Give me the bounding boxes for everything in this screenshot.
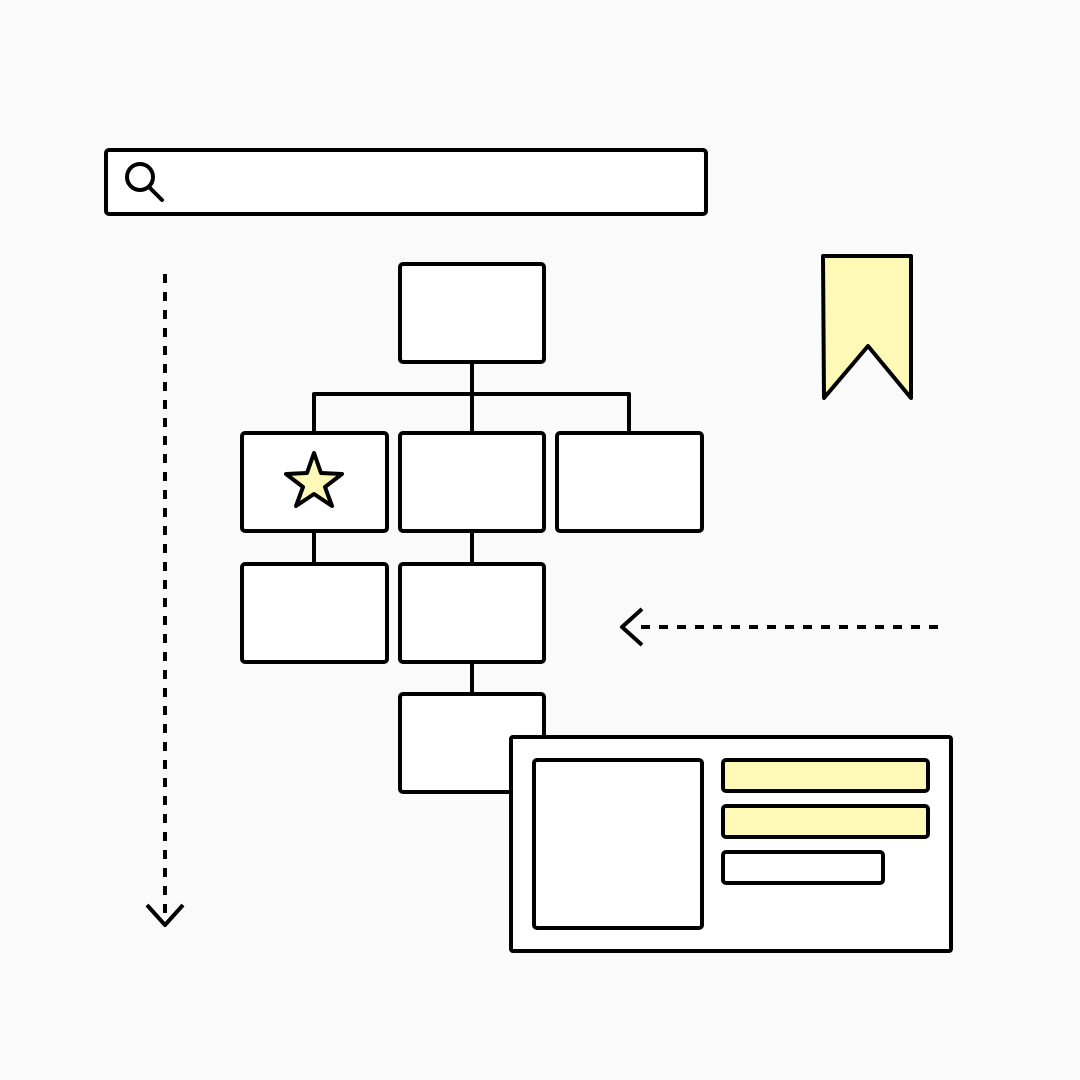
tree-node-level2-2[interactable]	[398, 562, 546, 664]
detail-card-line-plain	[721, 850, 885, 885]
arrow-down-head	[145, 903, 185, 927]
arrow-left-head	[620, 607, 644, 647]
search-bar[interactable]	[104, 148, 708, 216]
tree-node-root[interactable]	[398, 262, 546, 364]
detail-card[interactable]	[509, 735, 953, 953]
search-input[interactable]	[104, 148, 708, 216]
arrow-down-icon	[145, 274, 185, 927]
arrow-left-icon	[620, 607, 938, 647]
tree-connectors	[312, 362, 631, 694]
tree-node-level1-2[interactable]	[398, 431, 546, 533]
search-icon	[125, 162, 164, 202]
star-icon	[284, 451, 344, 508]
bookmark-icon[interactable]	[821, 254, 913, 400]
detail-card-line-highlight-2	[721, 804, 930, 839]
detail-card-line-highlight-1	[721, 758, 930, 793]
tree-node-level1-3[interactable]	[555, 431, 704, 533]
detail-card-image	[532, 758, 704, 930]
tree-node-level2-1[interactable]	[240, 562, 389, 664]
